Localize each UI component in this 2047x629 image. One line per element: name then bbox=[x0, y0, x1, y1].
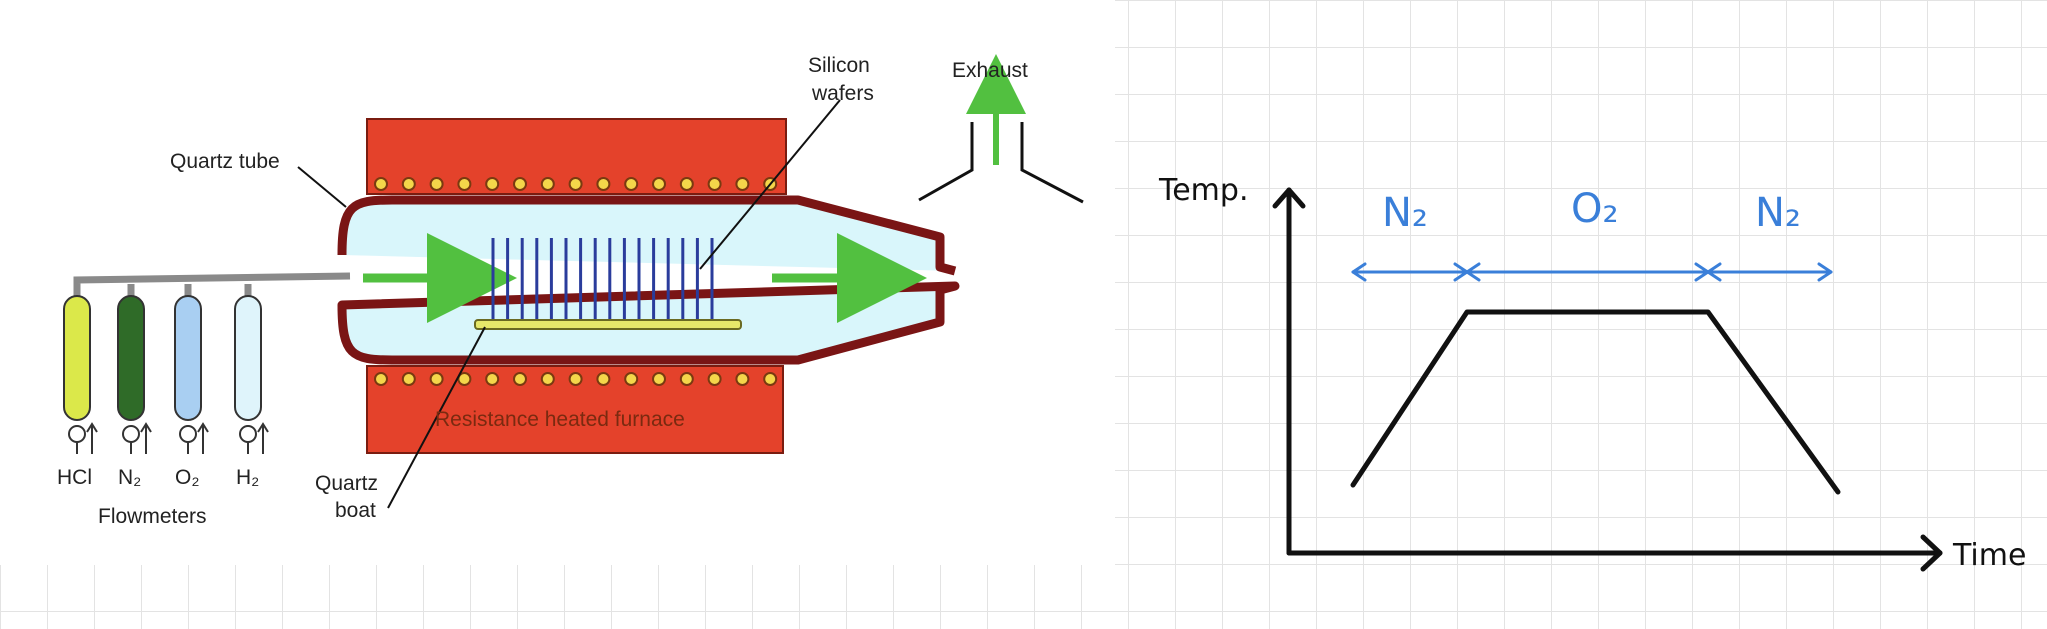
silicon-wafers-label: Silicon bbox=[808, 54, 870, 77]
heating-coil bbox=[763, 372, 778, 386]
graph-svg: Temp. Time N₂ O₂ N₂ bbox=[1158, 173, 2026, 573]
quartz-boat-label: boat bbox=[335, 499, 376, 522]
flowmeter bbox=[174, 295, 209, 454]
heating-coil bbox=[513, 177, 527, 191]
flowmeter-gas-label: N₂ bbox=[118, 466, 141, 489]
heating-coil bbox=[401, 372, 416, 386]
heating-coil bbox=[568, 372, 583, 386]
oxidation-furnace-diagram: Quartz tube Silicon wafers Exhaust Resis… bbox=[0, 0, 1115, 565]
heating-coil bbox=[513, 372, 527, 386]
heating-coil bbox=[596, 177, 611, 191]
flowmeter bbox=[63, 295, 98, 454]
heating-coils-top bbox=[374, 177, 778, 191]
graph-axes bbox=[1272, 187, 1943, 572]
heating-coil bbox=[457, 372, 472, 386]
gas-manifold bbox=[73, 272, 351, 296]
quartz-boat-label: Quartz bbox=[315, 472, 378, 495]
heating-coil bbox=[679, 177, 694, 191]
exhaust-label: Exhaust bbox=[952, 59, 1028, 82]
furnace-svg: Quartz tube Silicon wafers Exhaust Resis… bbox=[57, 54, 1084, 528]
phase-gas-label: N₂ bbox=[1755, 190, 1801, 236]
quartz-tube-label: Quartz tube bbox=[170, 150, 280, 173]
flowmeter bbox=[117, 295, 152, 454]
heating-coils-bottom bbox=[374, 372, 778, 386]
phase-gas-label: O₂ bbox=[1571, 186, 1619, 232]
silicon-wafers-label: wafers bbox=[811, 82, 874, 105]
silicon-wafers bbox=[491, 238, 714, 320]
flowmeter-gas-label: HCl bbox=[57, 466, 92, 489]
heating-coil bbox=[735, 177, 750, 191]
heating-coil bbox=[707, 177, 722, 191]
flowmeter-gas-label: O₂ bbox=[175, 466, 200, 489]
heating-coil bbox=[624, 372, 639, 386]
temperature-profile-line bbox=[1350, 309, 1841, 495]
temperature-profile-graph: Temp. Time N₂ O₂ N₂ bbox=[1115, 0, 2047, 629]
y-axis-label: Temp. bbox=[1158, 173, 1249, 208]
heating-coil bbox=[374, 177, 388, 191]
flowmeter bbox=[234, 295, 269, 454]
exhaust-port bbox=[918, 122, 1084, 204]
phase-arrows bbox=[1351, 262, 1833, 282]
heating-coil bbox=[540, 372, 555, 386]
heating-coil bbox=[707, 372, 722, 386]
heating-coil bbox=[429, 372, 444, 386]
flowmeters-label: Flowmeters bbox=[98, 505, 207, 528]
heating-coil bbox=[429, 177, 444, 191]
flowmeter-gas-label: H₂ bbox=[236, 466, 259, 489]
heating-coil bbox=[679, 372, 694, 386]
heating-coil bbox=[374, 372, 388, 386]
heating-coil bbox=[652, 372, 666, 386]
leader-lines bbox=[297, 99, 841, 509]
heating-coil bbox=[652, 177, 666, 191]
heating-coil bbox=[596, 372, 611, 386]
phase-gas-label: N₂ bbox=[1382, 190, 1428, 236]
resistance-furnace-label: Resistance heated furnace bbox=[435, 408, 685, 431]
heating-coil bbox=[540, 177, 555, 191]
heating-coil bbox=[624, 177, 639, 191]
heating-coil bbox=[457, 177, 472, 191]
heating-coil bbox=[735, 372, 750, 386]
heating-coil bbox=[485, 177, 500, 191]
heating-coil bbox=[401, 177, 416, 191]
x-axis-label: Time bbox=[1952, 538, 2026, 573]
quartz-boat bbox=[474, 319, 742, 330]
heating-coil bbox=[568, 177, 583, 191]
heating-coil bbox=[485, 372, 500, 386]
